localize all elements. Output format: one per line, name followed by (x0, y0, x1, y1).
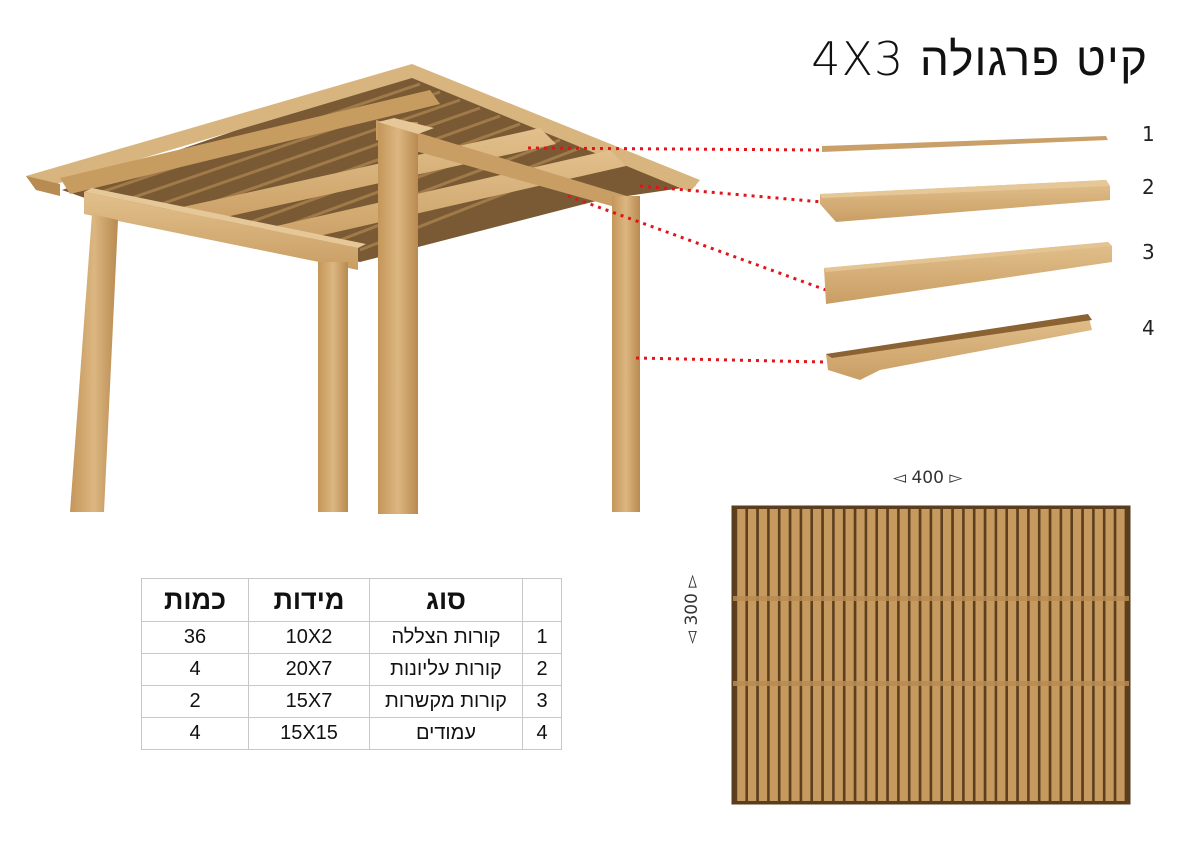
page-title: קיט פרגולה 4X3 (811, 32, 1148, 86)
pergola-3d-view (26, 64, 700, 514)
row-qty: 4 (141, 653, 249, 686)
callout-number-3: 3 (1142, 240, 1155, 264)
plan-slat (1116, 509, 1125, 801)
row-qty: 4 (141, 717, 249, 750)
plan-slat (899, 509, 908, 801)
plan-slat (910, 509, 919, 801)
leader-line-1 (527, 146, 821, 152)
header-size: מידות (248, 578, 370, 622)
plan-slat (975, 509, 984, 801)
component-2-top-beam (820, 180, 1110, 222)
plan-slat (1083, 509, 1093, 801)
row-size: 15X15 (248, 717, 370, 750)
leader-line-4 (635, 356, 825, 364)
row-index: 3 (522, 685, 562, 718)
row-type: עמודים (369, 717, 523, 750)
plan-slat (997, 509, 1006, 801)
plan-slat (748, 509, 757, 801)
callout-number-4: 4 (1142, 316, 1155, 340)
row-index: 1 (522, 621, 562, 654)
plan-slat (856, 509, 865, 801)
plan-slat (878, 509, 887, 801)
plan-slat (1094, 509, 1103, 801)
header-qty: כמות (141, 578, 249, 622)
header-index (522, 578, 562, 622)
plan-slat (1051, 509, 1060, 801)
plan-slat (758, 509, 768, 801)
table-row: 3 קורות מקשרות 15X7 2 (141, 685, 562, 718)
row-size: 20X7 (248, 653, 370, 686)
row-size: 15X7 (248, 685, 370, 718)
leader-line-2 (639, 184, 823, 204)
plan-depth-dimension: ◅ 300 ▻ (682, 574, 702, 644)
parts-table: סוג מידות כמות 1 קורות הצללה 10X2 36 2 ק… (141, 578, 562, 750)
row-qty: 36 (141, 621, 249, 654)
row-type: קורות מקשרות (369, 685, 523, 718)
row-size: 10X2 (248, 621, 370, 654)
plan-slat (943, 509, 952, 801)
plan-width-dimension: ◅ 400 ▻ (893, 468, 963, 488)
plan-slat (769, 509, 778, 801)
plan-slat (1018, 509, 1028, 801)
plan-slats (737, 509, 1125, 801)
row-type: קורות הצללה (369, 621, 523, 654)
plan-slat (1040, 509, 1049, 801)
row-index: 4 (522, 717, 562, 750)
plan-slat (823, 509, 833, 801)
plan-slat (845, 509, 854, 801)
plan-slat (1105, 509, 1114, 801)
component-4-post (826, 314, 1092, 380)
table-row: 4 עמודים 15X15 4 (141, 717, 562, 750)
callout-number-2: 2 (1142, 175, 1155, 199)
plan-slat (888, 509, 898, 801)
plan-slat (1062, 509, 1071, 801)
table-row: 1 קורות הצללה 10X2 36 (141, 621, 562, 654)
plan-slat (780, 509, 789, 801)
plan-slat (867, 509, 876, 801)
plan-slat (932, 509, 941, 801)
table-header-row: סוג מידות כמות (141, 578, 562, 622)
plan-slat (1029, 509, 1038, 801)
leader-line-3 (567, 194, 827, 292)
plan-slat (1008, 509, 1017, 801)
plan-slat (802, 509, 811, 801)
plan-slat (813, 509, 822, 801)
plan-slat (953, 509, 963, 801)
component-3-connecting-beam (824, 242, 1112, 304)
row-qty: 2 (141, 685, 249, 718)
leader-lines (527, 146, 827, 364)
component-1-shade-slat (822, 136, 1108, 152)
plan-slat (791, 509, 800, 801)
plan-slat (737, 509, 746, 801)
row-type: קורות עליונות (369, 653, 523, 686)
plan-slat (834, 509, 843, 801)
header-type: סוג (369, 578, 523, 622)
plan-slat (964, 509, 973, 801)
plan-slat (1073, 509, 1082, 801)
plan-slat (986, 509, 995, 801)
row-index: 2 (522, 653, 562, 686)
plan-slat (921, 509, 930, 801)
plan-view (731, 505, 1131, 805)
table-row: 2 קורות עליונות 20X7 4 (141, 653, 562, 686)
callout-number-1: 1 (1142, 122, 1155, 146)
